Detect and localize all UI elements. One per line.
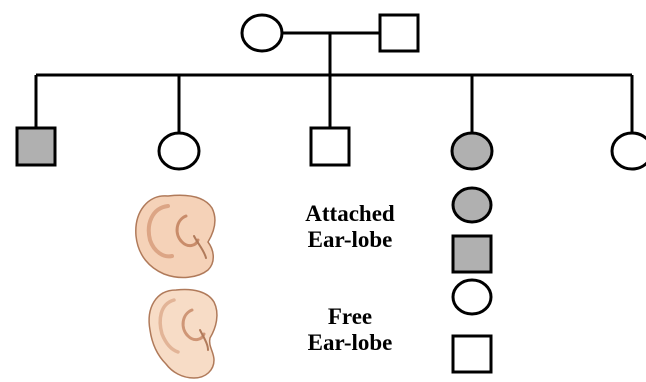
attached-label-line-1: Attached	[270, 201, 430, 227]
parent-generation	[242, 15, 418, 75]
free-label-line-2: Ear-lobe	[270, 330, 430, 356]
parent-male-square	[380, 15, 418, 51]
legend-unaffected-female-circle	[453, 280, 491, 314]
child-5-unaffected-female-circle	[612, 133, 646, 169]
legend-unaffected-male-square	[453, 336, 491, 372]
attached-ear-lobe-label: Attached Ear-lobe	[270, 201, 430, 253]
free-ear-lobe-label: Free Ear-lobe	[270, 304, 430, 356]
free-ear-lobe-ear-icon	[149, 290, 217, 379]
sibship-lines	[36, 75, 632, 133]
child-4-affected-female-circle	[452, 133, 492, 169]
attached-label-line-2: Ear-lobe	[270, 227, 430, 253]
child-3-unaffected-male-square	[311, 128, 349, 165]
free-label-line-1: Free	[270, 304, 430, 330]
child-2-unaffected-female-circle	[159, 133, 199, 169]
attached-ear-lobe-ear-icon	[136, 195, 215, 277]
parent-female-circle	[242, 15, 282, 51]
legend-symbols	[453, 188, 491, 372]
legend-affected-female-circle	[453, 188, 491, 222]
legend-affected-male-square	[453, 236, 491, 272]
child-generation	[17, 128, 646, 169]
child-1-affected-male-square	[17, 128, 55, 165]
